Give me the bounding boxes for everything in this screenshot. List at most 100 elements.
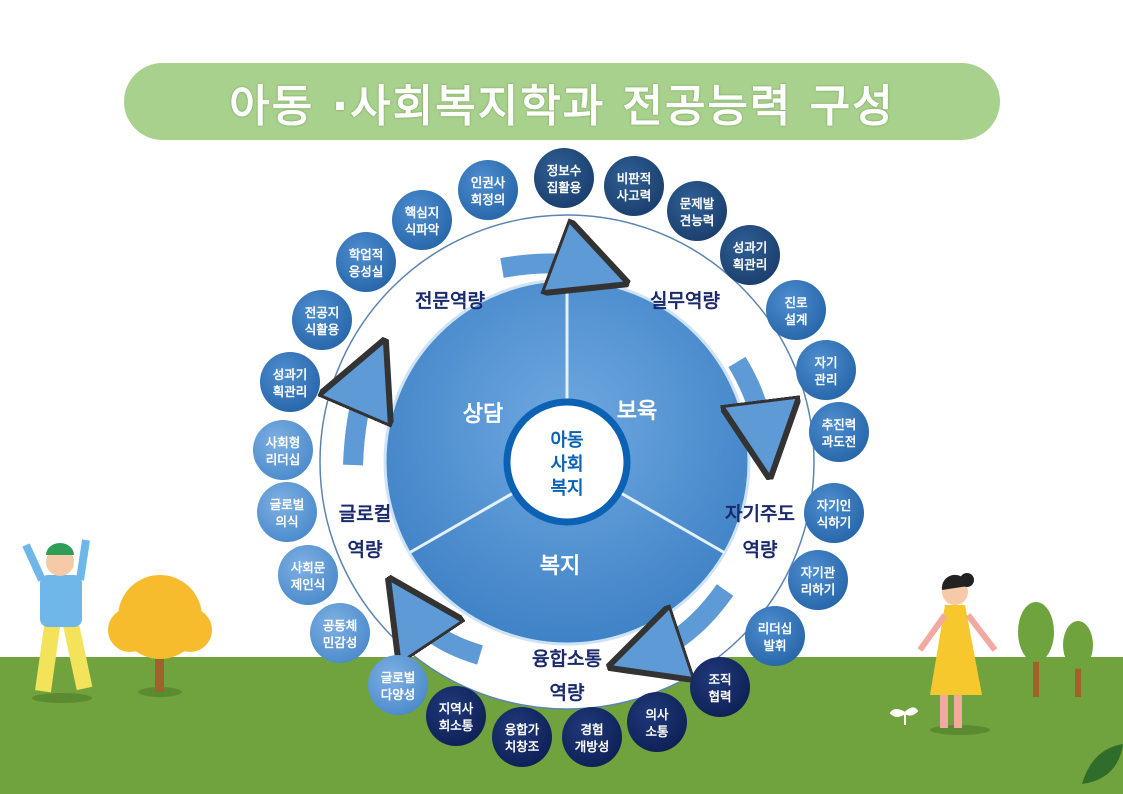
- ability-circle: [492, 707, 552, 767]
- ability-circle: [690, 657, 750, 717]
- ability-label: 자기관: [801, 565, 836, 580]
- center-text: 아동: [550, 430, 583, 451]
- ability-label: 글로벌: [270, 497, 305, 512]
- ability-circle: [745, 606, 805, 666]
- ability-label: 획관리: [733, 257, 768, 272]
- ability-circle: [534, 148, 594, 208]
- sector-label-counseling: 상담: [463, 402, 503, 427]
- arrow-icon: [737, 356, 765, 440]
- ability-label: 개방성: [575, 739, 610, 754]
- ability-label: 사고력: [617, 188, 652, 203]
- arrow-icon: [353, 375, 370, 466]
- ability-label: 획관리: [273, 384, 308, 399]
- sector-label-welfare: 복지: [540, 554, 580, 579]
- competency-self-directed: 역량: [743, 539, 778, 561]
- ability-circle: [720, 225, 780, 285]
- ability-label: 자기인: [817, 498, 852, 513]
- ability-label: 소통: [645, 724, 669, 739]
- ability-circle: [292, 290, 352, 350]
- ability-circle: [766, 280, 826, 340]
- ability-circle: [392, 190, 452, 250]
- ability-circle: [809, 402, 869, 462]
- ability-label: 전공지: [305, 305, 340, 320]
- arrow-icon: [410, 610, 483, 655]
- ability-label: 발휘: [763, 638, 786, 653]
- ability-label: 의식: [275, 514, 298, 529]
- ability-circle: [804, 483, 864, 543]
- competency-practical: 실무역량: [650, 290, 720, 312]
- ability-label: 견능력: [680, 213, 715, 228]
- ability-label: 식활용: [305, 322, 340, 337]
- person-right-decoration: [917, 573, 998, 735]
- ability-label: 다양성: [381, 687, 416, 702]
- ability-label: 융합가: [505, 722, 540, 737]
- ability-label: 사회문: [291, 560, 326, 575]
- competency-professional: 전문역량: [415, 290, 485, 312]
- ability-label: 관리: [814, 372, 837, 387]
- ability-circle: [796, 340, 856, 400]
- page-title: 아동 ·사회복지학과 전공능력 구성: [124, 63, 1000, 140]
- ability-circle: [458, 160, 518, 220]
- center-text: 사회: [550, 454, 583, 475]
- small-trees-decoration: [889, 602, 1123, 784]
- ability-label: 회소통: [439, 718, 474, 733]
- ability-label: 식파악: [405, 222, 440, 237]
- ability-circle: [278, 545, 338, 605]
- sector-label-childcare: 보육: [617, 399, 657, 424]
- ability-label: 진로: [784, 295, 808, 310]
- ability-label: 과도전: [822, 434, 857, 449]
- ability-label: 집활용: [547, 180, 582, 195]
- competency-glocal: 글로컬: [339, 503, 391, 525]
- cycle-arrows: [353, 263, 765, 655]
- arrow-icon: [645, 584, 734, 655]
- competency-glocal: 역량: [348, 539, 383, 561]
- person-left-decoration: [22, 539, 93, 703]
- ability-label: 응성실: [349, 264, 384, 279]
- ability-circle: [562, 707, 622, 767]
- ability-label: 자기: [814, 355, 837, 370]
- ability-label: 공동체: [323, 618, 358, 633]
- ability-circle: [260, 352, 320, 412]
- ability-circle: [788, 550, 848, 610]
- competency-self-directed: 자기주도: [725, 503, 795, 525]
- ability-label: 의사: [645, 707, 669, 722]
- ability-label: 핵심지: [405, 205, 440, 220]
- ability-label: 리더십: [758, 621, 793, 636]
- ability-circle: [336, 232, 396, 292]
- competency-convergence: 융합소통: [532, 648, 602, 670]
- tree-decoration: [108, 575, 212, 697]
- ability-label: 성과기: [733, 240, 768, 255]
- ability-circle: [253, 420, 313, 480]
- ability-label: 추진력: [822, 417, 857, 432]
- ability-label: 글로벌: [381, 670, 416, 685]
- ability-label: 제인식: [291, 577, 326, 592]
- ability-label: 협력: [708, 689, 731, 704]
- ability-circle: [426, 686, 486, 746]
- ability-label: 조직: [708, 672, 731, 687]
- ability-circle: [627, 692, 687, 752]
- ability-label: 정보수: [547, 163, 582, 178]
- ability-label: 민감성: [323, 635, 358, 650]
- ability-label: 리더십: [266, 452, 301, 467]
- ability-label: 설계: [784, 312, 807, 327]
